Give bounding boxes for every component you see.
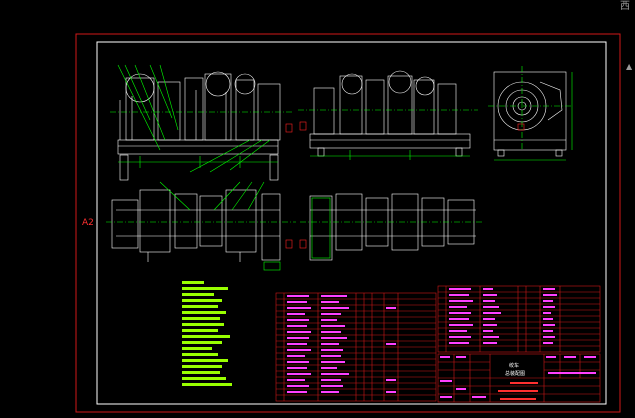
viewer-corner-icon[interactable]: 西 — [620, 1, 630, 12]
title-block-marks — [440, 356, 596, 398]
front-view-left — [117, 71, 281, 181]
parts-list-left — [275, 292, 437, 402]
drawing-border — [96, 41, 607, 405]
title-block-name-line2: 总装配图 — [505, 371, 526, 377]
technical-notes — [182, 281, 232, 386]
plan-view-left-dimensions — [106, 181, 296, 271]
front-view-left-dimensions — [110, 64, 293, 173]
parts-list-right-text — [449, 288, 557, 344]
plan-view-right — [309, 193, 476, 261]
drawing-company-marks — [498, 382, 538, 400]
side-view-dimensions — [488, 66, 573, 161]
parts-list-right — [437, 285, 601, 353]
parts-list-left-text — [287, 295, 396, 393]
side-view — [493, 71, 567, 157]
front-view-right-dimensions — [298, 109, 478, 160]
front-view-right — [309, 70, 471, 157]
scroll-arrow-icon[interactable]: ▲ — [626, 62, 633, 71]
plan-view-left — [111, 189, 281, 262]
sheet-outer-frame — [75, 33, 621, 413]
title-block-name-line1: 绞车 — [509, 363, 520, 369]
sheet-size-label: A2 — [82, 218, 94, 228]
plan-view-right-dimensions — [299, 197, 484, 259]
